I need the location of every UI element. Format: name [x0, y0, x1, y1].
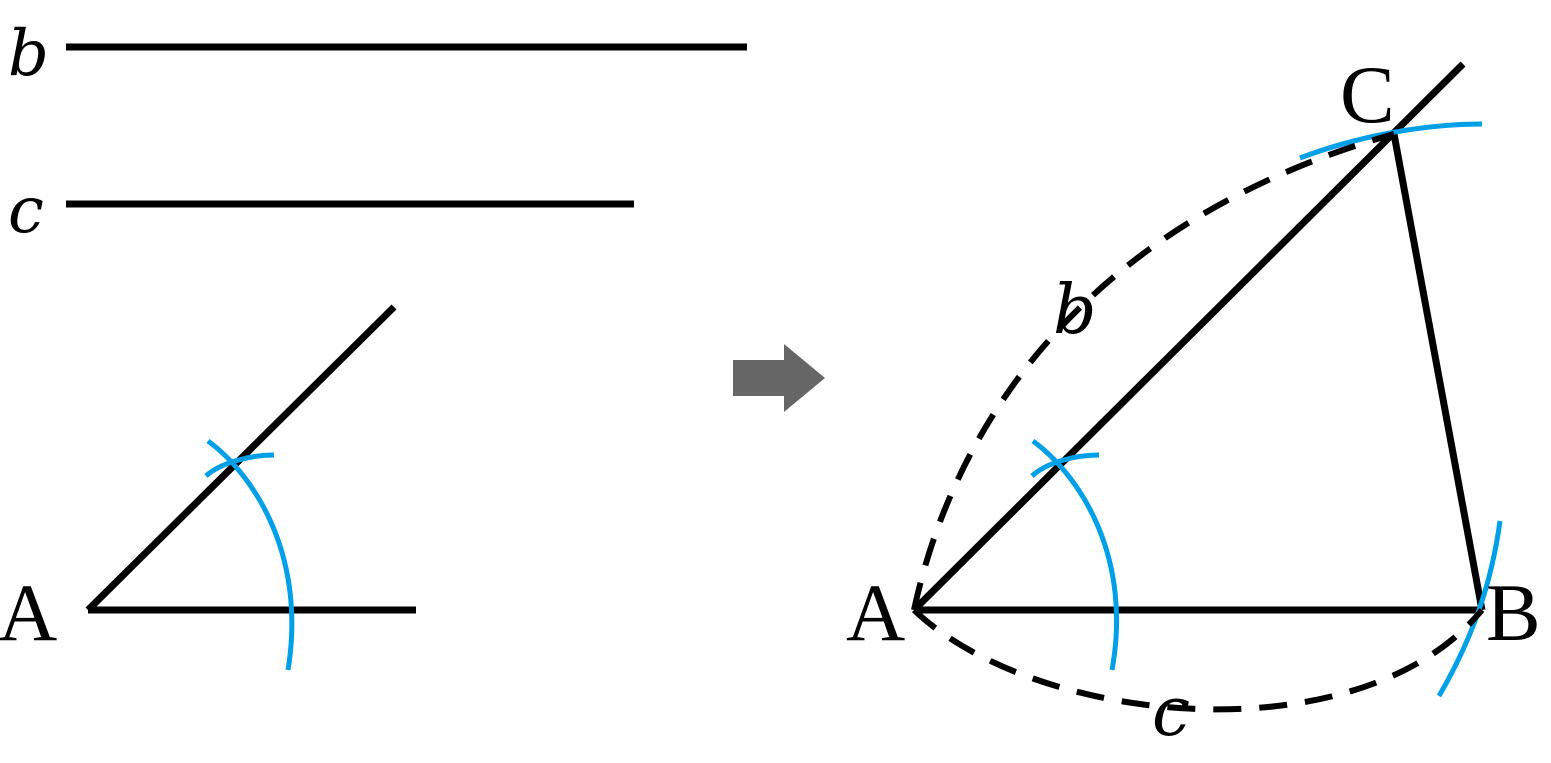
point-a-right-label: A	[846, 567, 905, 658]
triangle-construction-right: b c A B C	[846, 49, 1541, 752]
point-b-label: B	[1486, 567, 1541, 658]
segment-c-label: c	[8, 174, 44, 248]
arc-for-point-b	[1436, 520, 1503, 698]
side-c-label: c	[1152, 673, 1190, 752]
angle-arc-left	[206, 438, 295, 671]
transition-arrow-icon	[733, 344, 825, 412]
point-c-label: C	[1340, 49, 1395, 140]
right-arrow-icon	[733, 344, 825, 412]
angle-construction-left: A	[0, 304, 416, 671]
segment-b-label: b	[8, 17, 49, 91]
side-b-label: b	[1053, 271, 1097, 350]
side-ac-extended	[911, 61, 1466, 613]
point-a-left-label: A	[0, 567, 57, 658]
compass-arc-c	[911, 607, 1485, 713]
angle-arc-right	[1031, 438, 1120, 671]
given-segments: b c	[8, 17, 747, 248]
intersection-arc-left	[204, 452, 275, 478]
intersection-arc-right	[1030, 452, 1100, 478]
side-bc	[1390, 133, 1486, 611]
